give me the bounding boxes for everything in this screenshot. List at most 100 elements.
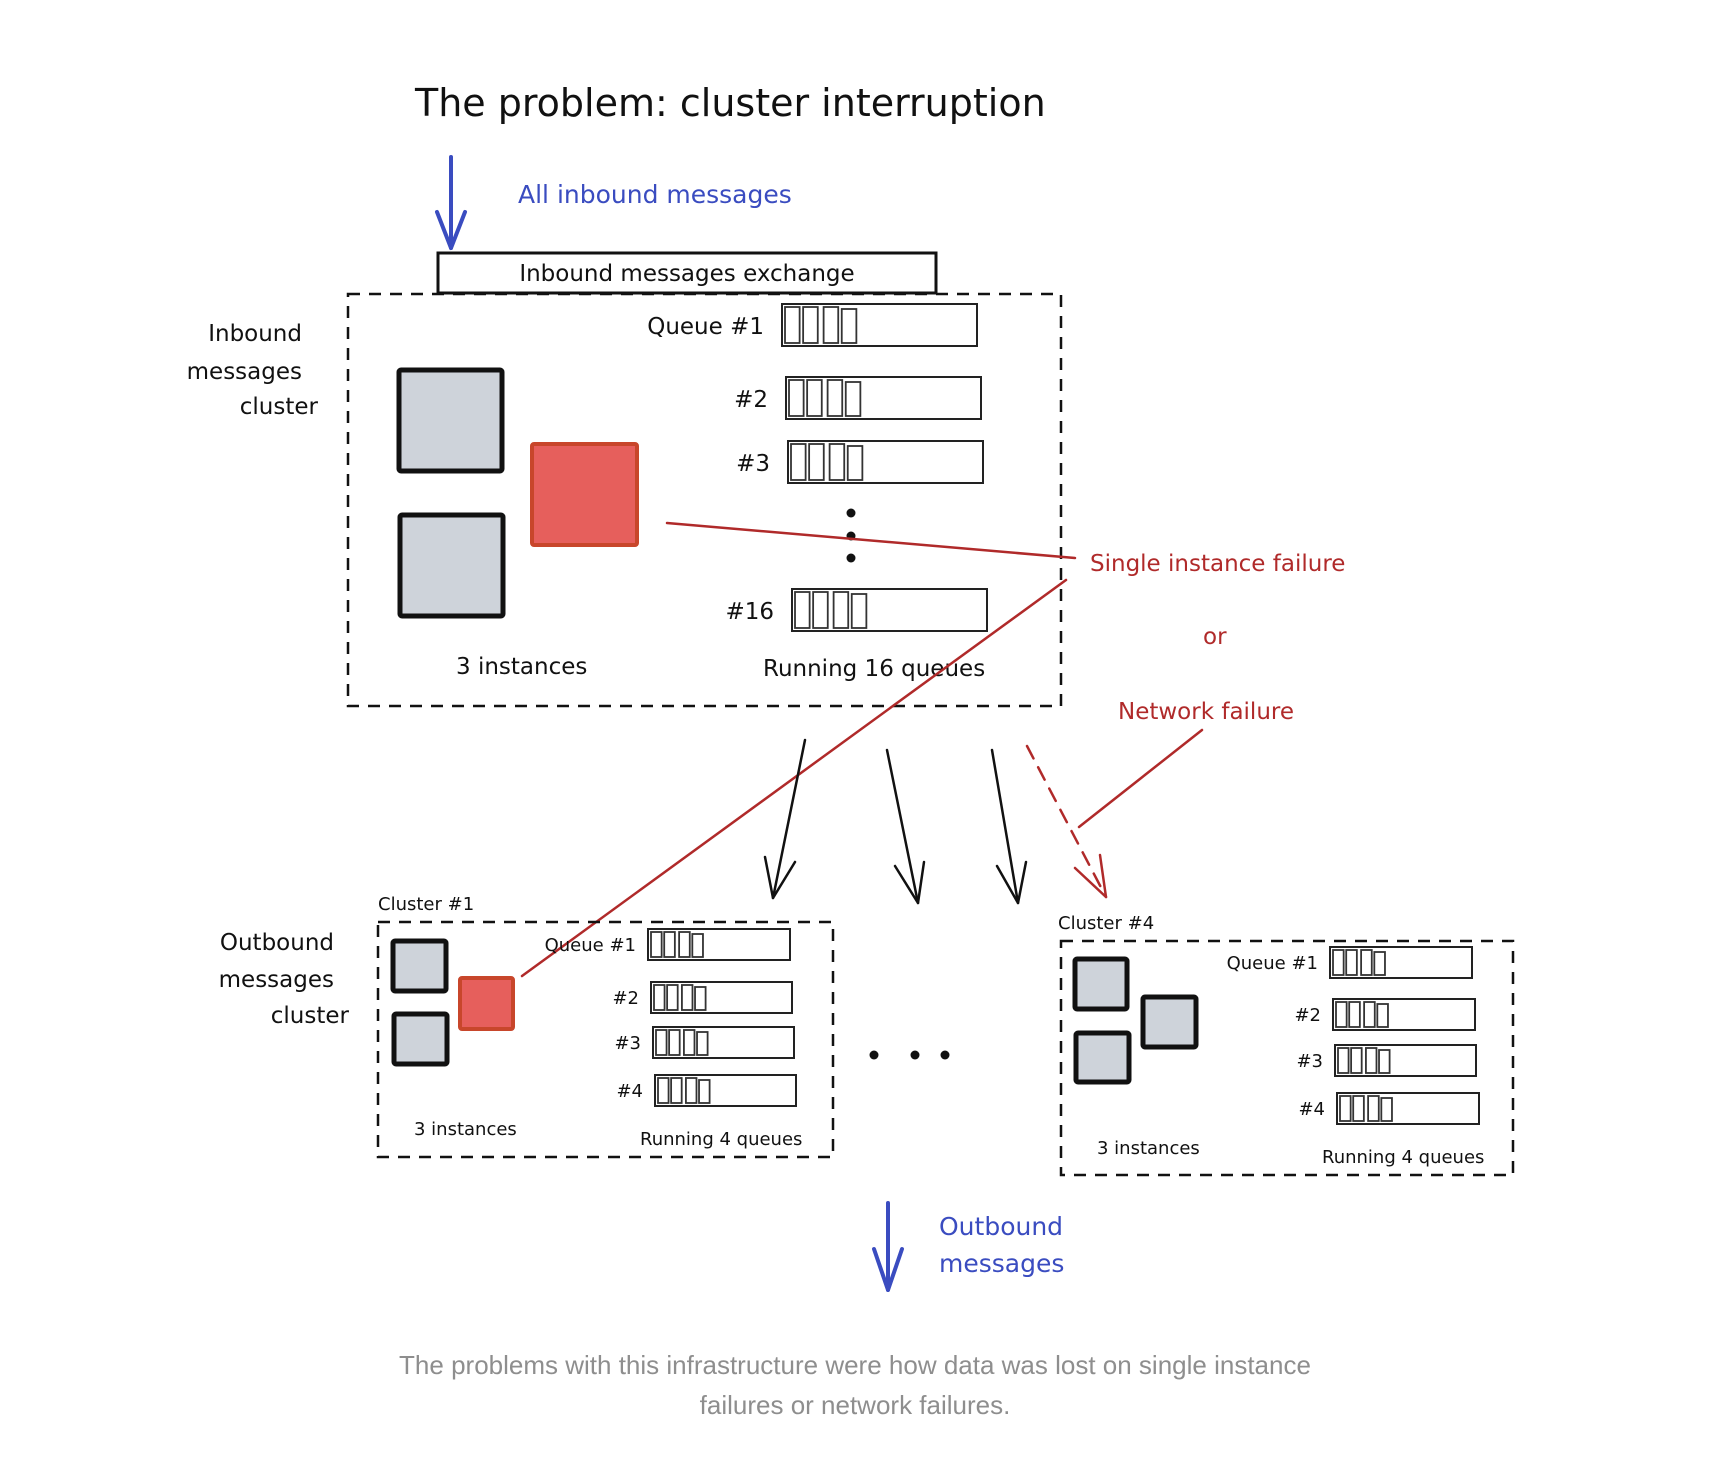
inbound-exchange: Inbound messages exchange xyxy=(436,251,938,295)
queue-row: Queue #1 xyxy=(545,928,791,961)
queued-message xyxy=(1348,1001,1361,1028)
exchange-label: Inbound messages exchange xyxy=(519,261,854,287)
queued-message xyxy=(681,984,694,1011)
queue-label: #3 xyxy=(614,1033,641,1054)
cluster-name: Cluster #4 xyxy=(1058,913,1154,934)
cluster-name: Cluster #1 xyxy=(378,894,474,915)
inbound-arrow-label: All inbound messages xyxy=(518,180,792,209)
queued-message xyxy=(844,381,862,417)
queued-message xyxy=(1378,1049,1391,1074)
label-line: messages xyxy=(219,967,334,993)
more-clusters-ellipsis-icon xyxy=(869,1050,950,1060)
diagram-title: The problem: cluster interruption xyxy=(414,81,1046,125)
outbound-arrow-icon xyxy=(872,1201,904,1292)
queued-message xyxy=(678,931,691,958)
cluster-boundary xyxy=(1059,939,1515,1177)
caption-line: The problems with this infrastructure we… xyxy=(399,1350,1311,1380)
or-label: or xyxy=(1203,624,1227,650)
queued-message xyxy=(1345,949,1358,976)
queue-label: #16 xyxy=(725,599,774,625)
queued-message xyxy=(650,931,663,958)
queued-message xyxy=(1360,949,1373,976)
outbound-arrow-label-line: messages xyxy=(939,1249,1064,1278)
queued-message xyxy=(653,984,666,1011)
queued-message xyxy=(812,591,829,629)
queued-message xyxy=(670,1077,683,1104)
fanout-arrows xyxy=(763,738,1108,905)
failed-arrow-down-icon xyxy=(1025,744,1108,899)
queued-message xyxy=(655,1029,668,1056)
queued-message xyxy=(1380,1097,1393,1122)
instances-label: 3 instances xyxy=(1097,1138,1200,1159)
inbound-cluster: Queue #1#2#3#16 3 instances Running 16 q… xyxy=(346,292,1063,708)
queue-row: #2 xyxy=(734,376,982,420)
queued-message xyxy=(666,984,679,1011)
queue-label: #3 xyxy=(736,451,770,477)
queued-message xyxy=(832,591,850,629)
label-line: messages xyxy=(187,359,302,385)
queued-message xyxy=(1373,951,1386,976)
figure-caption: The problems with this infrastructure we… xyxy=(355,1345,1355,1425)
queued-message xyxy=(1352,1095,1365,1122)
queued-message xyxy=(822,306,840,344)
outbound-cluster-label: Outbound messages cluster xyxy=(219,930,350,1029)
label-line: cluster xyxy=(240,394,319,420)
cluster-boundary xyxy=(376,920,835,1159)
instance-node xyxy=(1140,994,1199,1050)
queue-label: #3 xyxy=(1296,1051,1323,1072)
ellipsis-icon xyxy=(846,508,856,563)
queued-message xyxy=(698,1079,711,1104)
arrow-down-icon xyxy=(763,738,807,900)
queue-row: #3 xyxy=(614,1026,795,1059)
queued-message xyxy=(657,1077,670,1104)
queued-message xyxy=(1367,1095,1380,1122)
failed-instance-node xyxy=(530,442,639,547)
queued-message xyxy=(1365,1047,1378,1074)
queued-message xyxy=(802,306,819,344)
queued-message xyxy=(826,379,844,417)
queued-message xyxy=(788,379,805,417)
queue-label: Queue #1 xyxy=(647,314,764,340)
queue-row: #2 xyxy=(1294,998,1476,1031)
instance-node xyxy=(390,938,449,994)
queued-message xyxy=(668,1029,681,1056)
queued-message xyxy=(691,933,704,958)
inbound-arrow-icon xyxy=(435,155,467,250)
failure-pointers xyxy=(520,521,1204,978)
queued-message xyxy=(850,593,868,629)
instance-node xyxy=(397,512,506,619)
queued-message xyxy=(1376,1003,1389,1028)
instances-label: 3 instances xyxy=(456,654,587,680)
failed-instance-node xyxy=(458,976,515,1031)
queue-label: #2 xyxy=(612,988,639,1009)
instance-node xyxy=(391,1011,450,1067)
queue-row: Queue #1 xyxy=(647,303,978,347)
queue-row: #16 xyxy=(725,588,988,632)
instances-label: 3 instances xyxy=(414,1119,517,1140)
label-line: cluster xyxy=(271,1003,350,1029)
label-line: Inbound xyxy=(208,321,302,347)
instance-node xyxy=(1073,1030,1132,1085)
network-failure-label: Network failure xyxy=(1118,699,1294,725)
queue-row: Queue #1 xyxy=(1227,946,1473,979)
inbound-cluster-label: Inbound messages cluster xyxy=(187,321,319,420)
queued-message xyxy=(1332,949,1345,976)
queued-message xyxy=(683,1029,696,1056)
failure-pointer-line xyxy=(520,578,1068,978)
outbound-cluster-1: Cluster #1 Queue #1#2#3#4 3 instances Ru… xyxy=(376,894,835,1159)
outbound-arrow-label-line: Outbound xyxy=(939,1212,1063,1241)
queue-label: #4 xyxy=(1298,1099,1325,1120)
caption-line: failures or network failures. xyxy=(699,1390,1011,1420)
failure-pointer-line xyxy=(665,521,1077,560)
queued-message xyxy=(1335,1001,1348,1028)
instance-node xyxy=(396,367,505,474)
queue-row: #4 xyxy=(1298,1092,1480,1125)
queued-message xyxy=(828,443,846,481)
queued-message xyxy=(1339,1095,1352,1122)
arrow-down-icon xyxy=(885,748,926,905)
queue-label: Queue #1 xyxy=(545,935,636,956)
queued-message xyxy=(794,591,811,629)
queued-message xyxy=(840,308,858,344)
queued-message xyxy=(1363,1001,1376,1028)
